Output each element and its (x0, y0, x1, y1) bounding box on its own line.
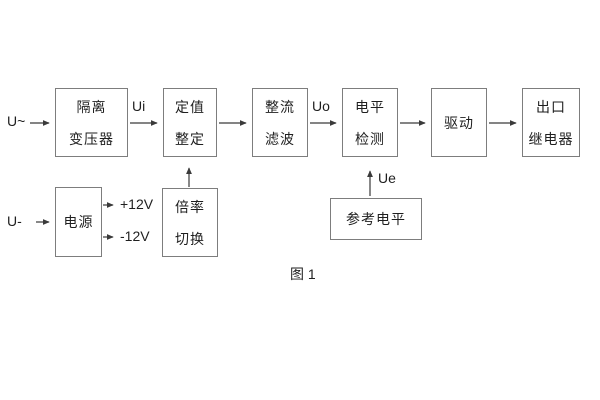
block-rectifier-filter-label: 整流 滤波 (265, 98, 295, 147)
signal-ui-label: Ui (132, 98, 146, 114)
block-level-detect: 电平 检测 (342, 88, 398, 157)
minus-12v-label: -12V (120, 228, 150, 244)
block-ratio-switch-label: 倍率 切换 (175, 198, 205, 247)
block-output-relay-label: 出口 继电器 (528, 98, 574, 147)
block-isolation-transformer-label: 隔离 变压器 (69, 98, 114, 147)
plus-12v-label: +12V (120, 196, 154, 212)
block-drive-label: 驱动 (444, 114, 474, 131)
signal-uo-label: Uo (312, 98, 330, 114)
block-setting-adjust-label: 定值 整定 (175, 98, 205, 147)
block-power-supply: 电源 (55, 187, 102, 257)
block-rectifier-filter: 整流 滤波 (252, 88, 308, 157)
dc-input-label: U- (7, 213, 22, 229)
block-reference-level: 参考电平 (330, 198, 422, 240)
block-ratio-switch: 倍率 切换 (162, 188, 218, 257)
figure-caption: 图 1 (290, 266, 316, 282)
ac-input-label: U~ (7, 113, 26, 129)
block-level-detect-label: 电平 检测 (355, 98, 385, 147)
block-drive: 驱动 (431, 88, 487, 157)
block-output-relay: 出口 继电器 (522, 88, 580, 157)
block-isolation-transformer: 隔离 变压器 (55, 88, 128, 157)
block-reference-level-label: 参考电平 (346, 211, 406, 227)
block-setting-adjust: 定值 整定 (163, 88, 217, 157)
signal-ue-label: Ue (378, 170, 396, 186)
block-power-supply-label: 电源 (63, 214, 94, 230)
